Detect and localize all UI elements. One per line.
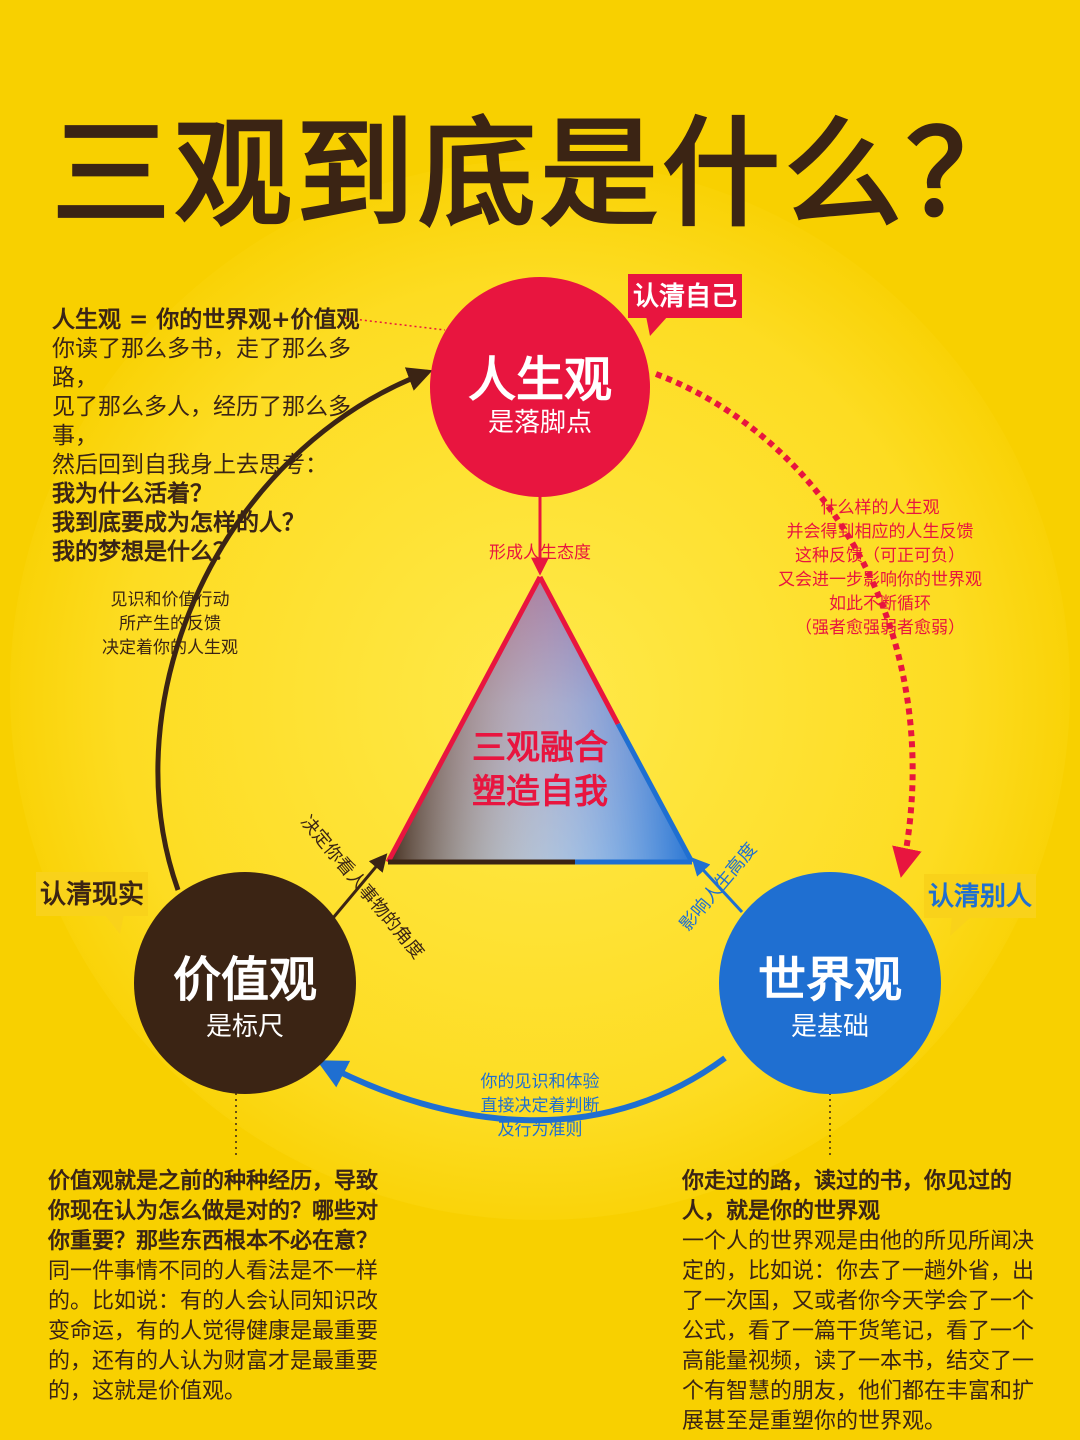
world-tag-text: 认清别人: [928, 882, 1032, 912]
loop-note-line: 你的见识和体验: [480, 1072, 600, 1092]
center-line-2: 塑造自我: [472, 772, 608, 812]
loop-note-line: 这种反馈（可正可负）: [795, 546, 965, 566]
value-subtitle: 是标尺: [205, 1012, 284, 1042]
value-heading-line: 价值观就是之前的种种经历，导致: [48, 1169, 379, 1194]
loop-note-line: 所产生的反馈: [119, 614, 221, 634]
connector-label-life: 形成人生态度: [489, 543, 591, 563]
loop-note-line: 及行为准则: [497, 1120, 583, 1140]
world-body-line: 一个人的世界观是由他的所见所闻决: [682, 1229, 1035, 1254]
world-title: 世界观: [757, 952, 902, 1008]
value-heading-line: 你现在认为怎么做是对的？哪些对: [48, 1199, 379, 1224]
world-subtitle: 是基础: [790, 1012, 869, 1042]
center-text: 三观融合 塑造自我: [440, 726, 640, 814]
life-description: 人生观 = 你的世界观+价值观 你读了那么多书，走了那么多路， 见了那么多人，经…: [52, 306, 392, 567]
life-tag-bubble: 认清自己: [628, 274, 742, 336]
life-line: 见了那么多人，经历了那么多事，: [52, 394, 351, 449]
life-question: 我为什么活着？: [52, 481, 213, 507]
life-circle: [430, 277, 650, 497]
value-heading-line: 你重要？那些东西根本不必在意？: [48, 1229, 379, 1254]
loop-note-bottom: 你的见识和体验 直接决定着判断 及行为准则: [440, 1070, 640, 1142]
loop-note-line: 又会进一步影响你的世界观: [778, 570, 982, 590]
world-body-line: 展甚至是重塑你的世界观。: [682, 1409, 947, 1434]
world-body-line: 定的，比如说：你去了一趟外省，出: [682, 1259, 1035, 1284]
value-title: 价值观: [172, 952, 317, 1008]
value-body-line: 的。比如说：有的人会认同知识改: [48, 1289, 379, 1314]
loop-note-line: 什么样的人生观: [820, 498, 940, 518]
world-body-line: 公式，看了一篇干货笔记，看了一个: [682, 1319, 1035, 1344]
world-description: 你走过的路，读过的书，你见过的 人，就是你的世界观 一个人的世界观是由他的所见所…: [682, 1167, 1062, 1437]
connector-world-triangle: [691, 857, 744, 914]
world-heading-line: 人，就是你的世界观: [682, 1199, 881, 1224]
value-tag-text: 认清现实: [40, 879, 144, 910]
value-circle: [134, 872, 356, 1094]
world-tag-bubble: 认清别人: [924, 874, 1036, 936]
page-title: 三观到底是什么？: [51, 105, 1028, 243]
value-description: 价值观就是之前的种种经历，导致 你现在认为怎么做是对的？哪些对 你重要？那些东西…: [48, 1167, 468, 1407]
loop-note-line: 如此不断循环: [829, 594, 931, 614]
life-title: 人生观: [467, 352, 612, 408]
arc-life-to-world: [654, 371, 922, 878]
life-question: 我到底要成为怎样的人？: [52, 510, 305, 536]
value-body-line: 的，还有的人认为财富才是最重要: [48, 1349, 379, 1374]
value-tag-bubble: 认清现实: [36, 872, 148, 934]
life-tag-text: 认清自己: [633, 281, 737, 312]
world-body-line: 了一次国，又或者你今天学会了一个: [682, 1289, 1035, 1314]
center-triangle: [385, 575, 695, 865]
loop-note-line: 直接决定着判断: [480, 1096, 600, 1116]
world-body-line: 高能量视频，读了一本书，结交了一: [682, 1349, 1035, 1374]
center-line-1: 三观融合: [472, 728, 608, 768]
arc-world-to-value: [316, 1055, 727, 1124]
value-body-line: 的，这就是价值观。: [48, 1379, 247, 1404]
loop-note-line: （强者愈强弱者愈弱）: [795, 618, 965, 638]
arc-value-to-life: [155, 367, 433, 891]
connector-value-triangle: [331, 853, 388, 919]
loop-note-line: 决定着你的人生观: [102, 638, 238, 658]
life-subtitle: 是落脚点: [487, 408, 592, 438]
life-heading: 人生观 = 你的世界观+价值观: [52, 307, 360, 333]
loop-note-line: 见识和价值行动: [110, 590, 230, 610]
value-body-line: 同一件事情不同的人看法是不一样: [48, 1259, 379, 1284]
life-line: 然后回到自我身上去思考：: [52, 452, 328, 478]
loop-note-right: 什么样的人生观 并会得到相应的人生反馈 这种反馈（可正可负） 又会进一步影响你的…: [750, 496, 1010, 640]
loop-note-left: 见识和价值行动 所产生的反馈 决定着你的人生观: [70, 588, 270, 660]
value-body-line: 变命运，有的人觉得健康是最重要: [48, 1319, 379, 1344]
world-circle: [719, 872, 941, 1094]
world-body-line: 个有智慧的朋友，他们都在丰富和扩: [682, 1379, 1035, 1404]
life-leader-line: [344, 317, 446, 331]
loop-note-line: 并会得到相应的人生反馈: [786, 522, 974, 542]
life-question: 我的梦想是什么？: [52, 539, 236, 565]
life-line: 你读了那么多书，走了那么多路，: [52, 336, 351, 391]
world-heading-line: 你走过的路，读过的书，你见过的: [682, 1169, 1013, 1194]
